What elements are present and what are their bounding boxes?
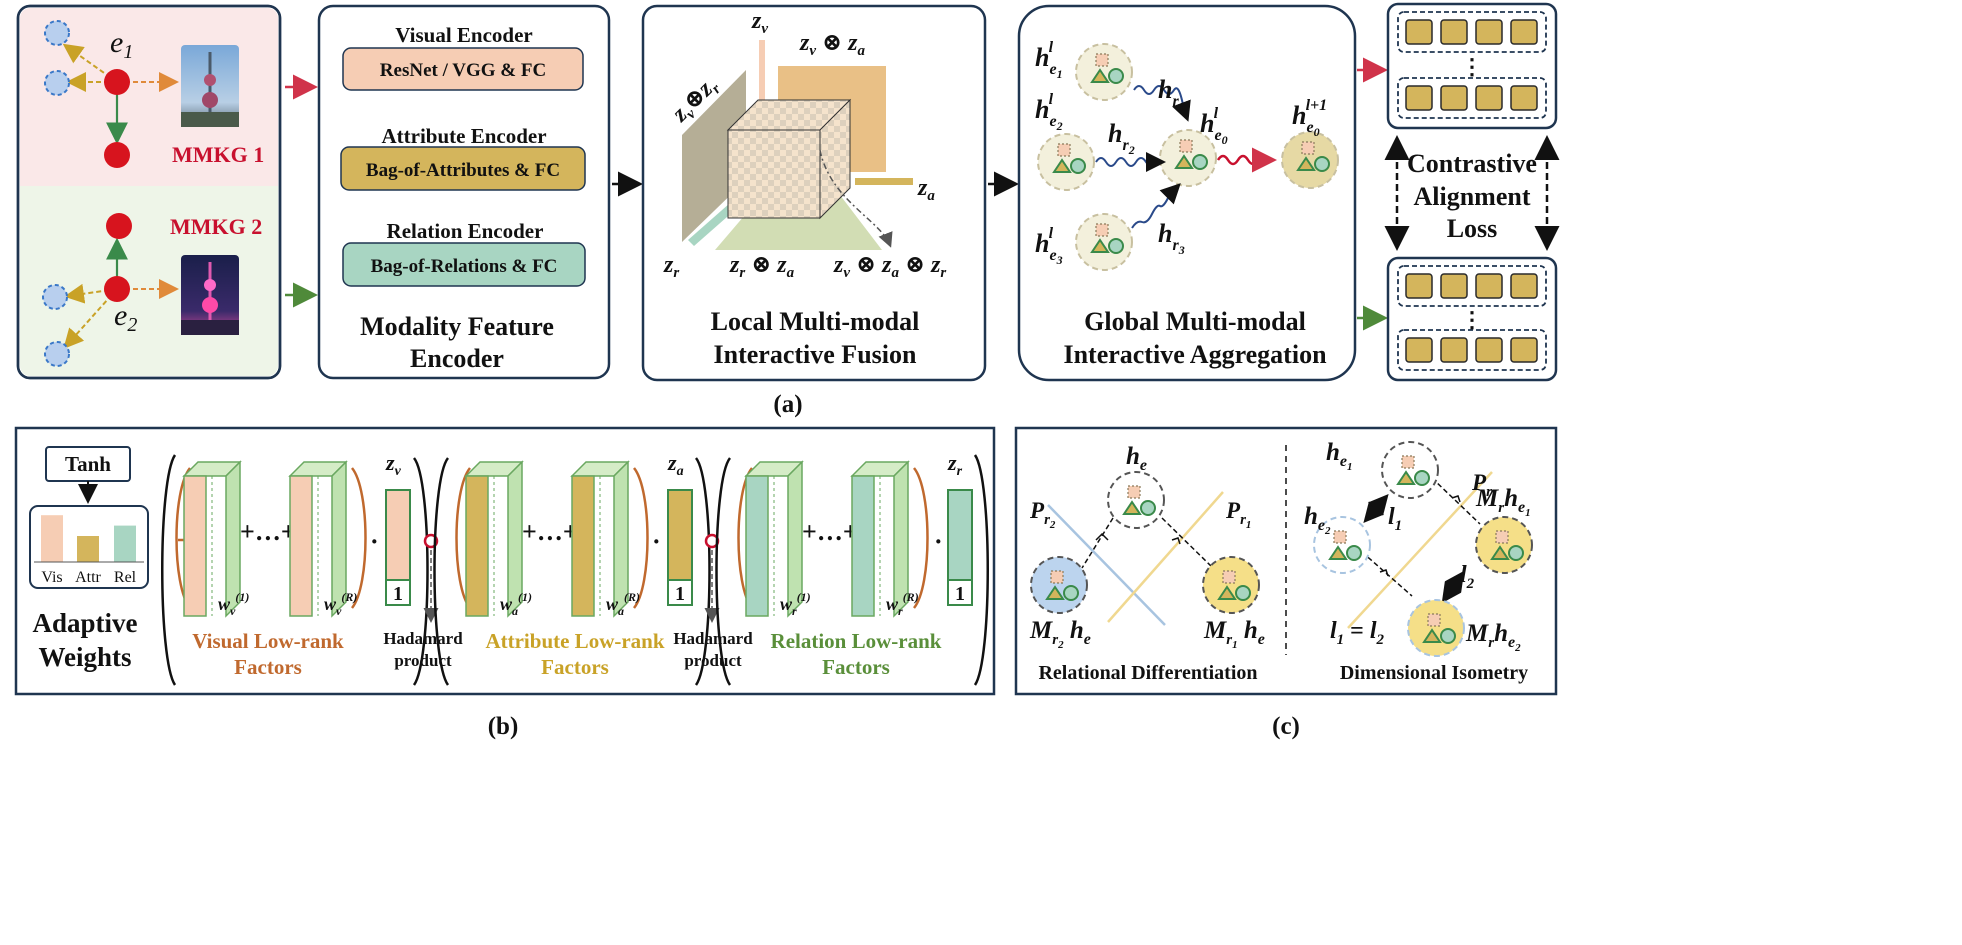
attribute-factors-label: Attribute Low-rank [485,629,664,653]
relational-differentiation-label: Relational Differentiation [1038,662,1257,684]
relation-encoder-title: Relation Encoder [387,219,544,243]
encoder-caption-2: Encoder [410,344,504,373]
relation-factors-label: Relation Low-rank [771,629,942,653]
dot-operator-2: · [652,527,661,556]
adaptive-weight-bars [41,515,136,562]
entity-e1-node [104,69,130,95]
visual-factors-label: Visual Low-rank [192,629,344,653]
entity-image-night [181,255,239,335]
bar-label-rel: Rel [114,569,137,586]
adaptive-weights-label-2: Weights [38,642,131,672]
plus-dots-2: +…+ [522,517,578,546]
attribute-factors-label-2: Factors [541,655,609,679]
entity-node [44,70,70,96]
hadamard-label-3: Hadamard [673,629,753,648]
mmkg1-label: MMKG 1 [172,142,264,167]
mmkg2-label: MMKG 2 [170,214,262,239]
relation-encoder-box [342,242,586,287]
alignment-loss-label-3: Loss [1447,214,1498,243]
encoder-caption: Modality Feature [360,312,554,341]
panel-a-label: (a) [773,391,802,418]
panel-b-label: (b) [488,713,519,740]
weight-bar-attr [77,536,99,562]
l2-label: l2 [1460,562,1475,592]
kg-box: e1 MMKG 1 e2 MMKG 2 [16,4,282,380]
entity-node [104,142,130,168]
entity-node [44,341,70,367]
relation-factors-label-2: Factors [822,655,890,679]
neighbor-node-e3 [1075,213,1133,271]
visual-factors-label-2: Factors [234,655,302,679]
entity-e2-node [104,276,130,302]
relation-encoder-box-label: Bag-of-Relations & FC [371,256,558,277]
low-rank-panel: Tanh Vis Attr Rel Adaptive Weights +…+ w… [14,426,996,696]
attribute-encoder-box [340,146,586,191]
dot-operator-3: · [934,527,943,556]
constraint-panel: he Pr2 Pr1 Mr2 he Mr1 he Relational Diff… [1014,426,1558,696]
attribute-encoder-box-label: Bag-of-Attributes & FC [366,160,560,181]
weight-bar-rel [114,525,136,562]
alignment-loss-label: Contrastive [1407,149,1537,178]
dot-operator: · [370,527,379,556]
center-node-e0 [1159,129,1217,187]
fusion-caption-2: Interactive Fusion [714,340,917,369]
entity-image-day [181,45,239,127]
dimensional-isometry-label: Dimensional Isometry [1340,662,1528,684]
l1-label: l1 [1388,504,1402,534]
zr-za-label: zr ⊗ za [729,252,795,281]
weight-bar-vis [41,515,63,562]
alignment-loss-label-2: Alignment [1414,182,1531,211]
visual-encoder-box [342,47,584,91]
bar-label-attr: Attr [75,569,101,586]
entity-e1-label: e1 [110,26,133,63]
attribute-encoder-title: Attribute Encoder [381,124,546,148]
fusion-caption: Local Multi-modal [711,307,920,336]
entity-node [106,213,132,239]
local-fusion: zv zv ⊗ za zv⊕zr za zr zr ⊗ za zv ⊗ za ⊗… [641,4,987,382]
hadamard-label-4: product [684,651,742,670]
hadamard-label-2: product [394,651,452,670]
entity-node [44,20,70,46]
ellipsis-2: ⋮ [1461,307,1483,332]
aggregation-caption-2: Interactive Aggregation [1063,340,1327,369]
adaptive-weights-label: Adaptive [32,608,137,638]
l1-eq-l2-label: l1 = l2 [1330,618,1385,648]
tanh-label: Tanh [65,452,111,476]
plus-dots-3: +…+ [802,517,858,546]
visual-encoder-box-label: ResNet / VGG & FC [380,60,546,81]
hadamard-label: Hadamard [383,629,463,648]
neighbor-node-e2 [1037,133,1095,191]
entity-e2-label: e2 [114,299,137,336]
one-label-3: 1 [955,583,965,605]
global-aggregation: he1l he2l he3l hr1 hr2 hr3 he0l he0l+1 G… [1017,4,1357,382]
contrastive-alignment: ⋮ ⋮ Contrastive Alignment Loss [1384,2,1560,382]
ellipsis: ⋮ [1461,54,1483,79]
aggregation-caption: Global Multi-modal [1084,307,1306,336]
zv-za-label: zv ⊗ za [799,30,865,59]
bar-label-vis: Vis [41,569,62,586]
entity-node [42,284,68,310]
panel-c-label: (c) [1272,713,1300,740]
one-label: 1 [393,583,403,605]
one-label-2: 1 [675,583,685,605]
neighbor-node-e1 [1075,43,1133,101]
visual-encoder-title: Visual Encoder [395,23,532,47]
zv-za-zr-label: zv ⊗ za ⊗ zr [833,252,946,281]
modality-feature-encoder: Visual Encoder ResNet / VGG & FC Attribu… [317,4,611,380]
plus-dots: +…+ [240,517,296,546]
